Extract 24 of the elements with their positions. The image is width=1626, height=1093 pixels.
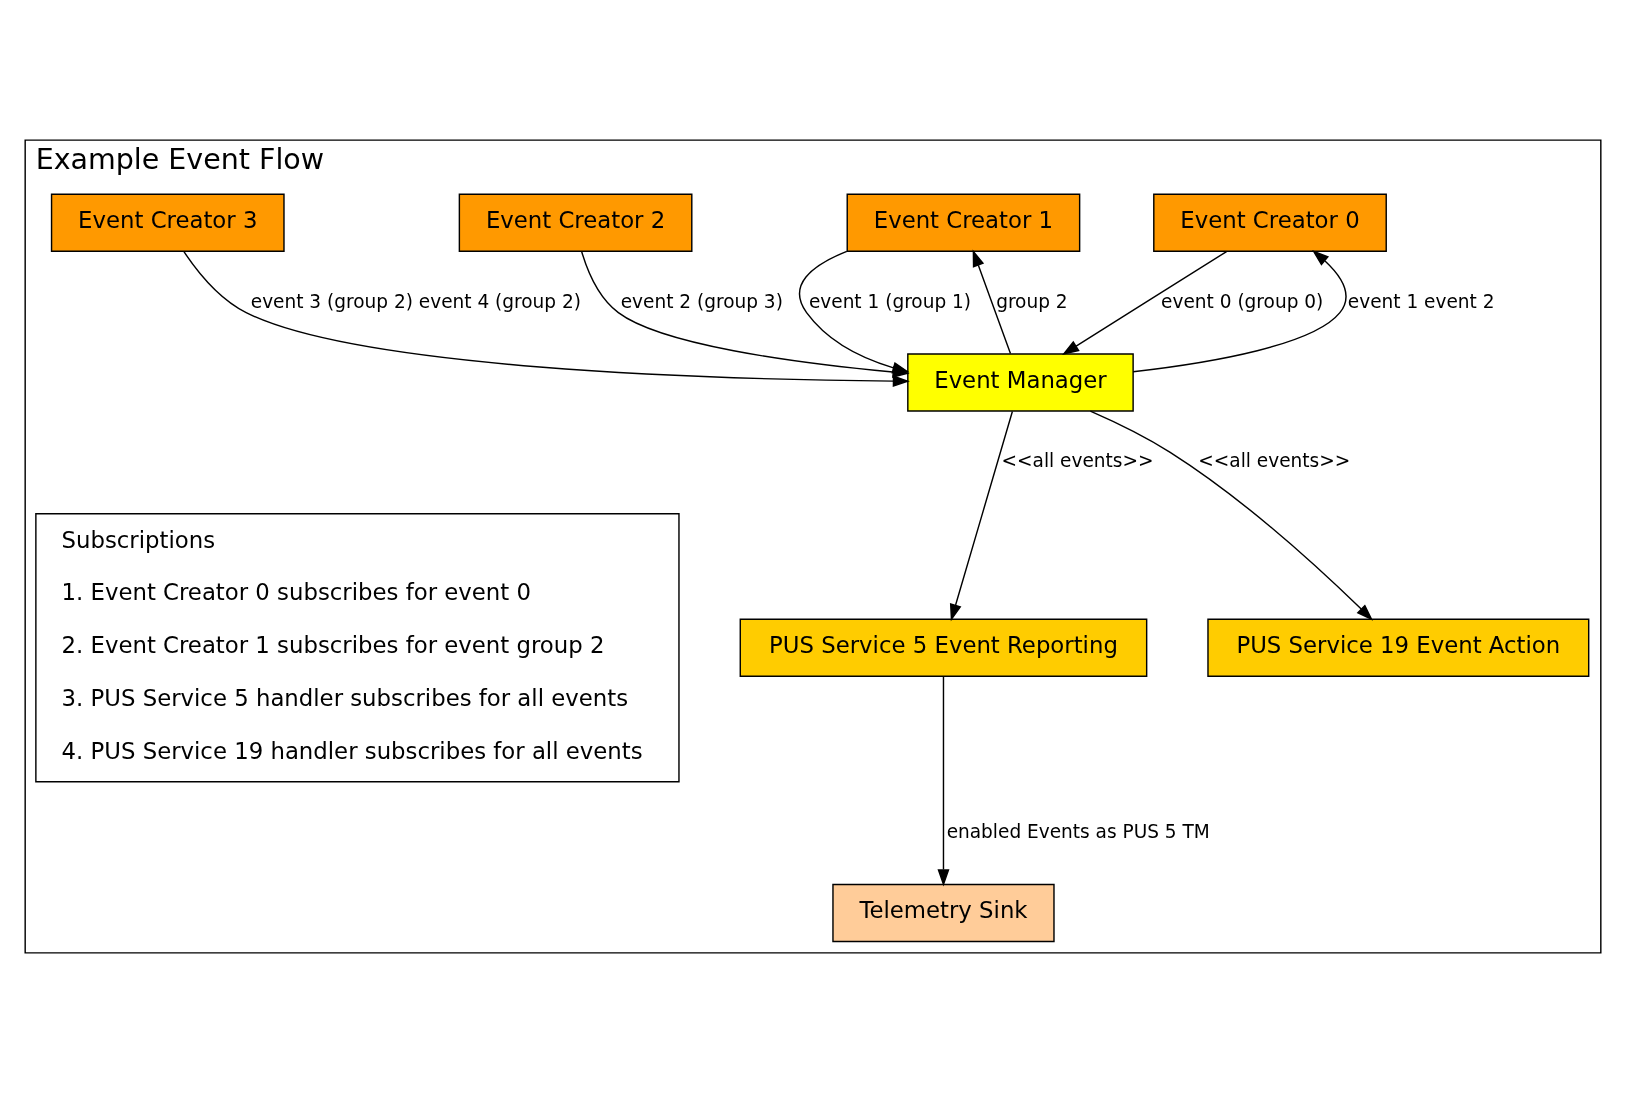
node-box: PUS Service 5 Event Reporting (739, 618, 1148, 677)
edge-label: event 2 (group 3) (620, 290, 783, 312)
edge-label: event 0 (group 0) (1161, 290, 1324, 312)
node-box: Event Creator 0 (1153, 193, 1387, 253)
arrow (949, 410, 1014, 622)
arrow (1132, 250, 1347, 373)
arrow (937, 676, 950, 887)
edge-label: <<all events>> (1001, 450, 1154, 472)
node-box: Event Manager (907, 353, 1134, 412)
arrow (1062, 250, 1228, 355)
arrow (972, 249, 1012, 355)
arrow (1089, 410, 1374, 621)
node-box: Event Creator 1 (846, 193, 1081, 253)
edge-label: event 3 (group 2) event 4 (group 2) (250, 290, 581, 312)
edge-label: <<all events>> (1198, 450, 1351, 472)
node-box: PUS Service 19 Event Action (1207, 618, 1590, 677)
node-box: Event Creator 2 (458, 193, 693, 253)
edge-label: event 1 (group 1) (808, 290, 972, 312)
node-box: Subscriptions 1. Event Creator 0 subscribes for event 0 2. Event Creator 1 subscribes for event group 2 3. PUS Service 5 handler subscribes for all events 4. PUS Service 19 handler subscribes for all events (35, 513, 680, 783)
edge-label: enabled Events as PUS 5 TM (946, 820, 1210, 842)
node-box: Event Creator 3 (50, 193, 285, 253)
edge-label: event 1 event 2 (1347, 290, 1495, 312)
node-box: Telemetry Sink (832, 883, 1055, 943)
edge-label: group 2 (996, 290, 1068, 312)
